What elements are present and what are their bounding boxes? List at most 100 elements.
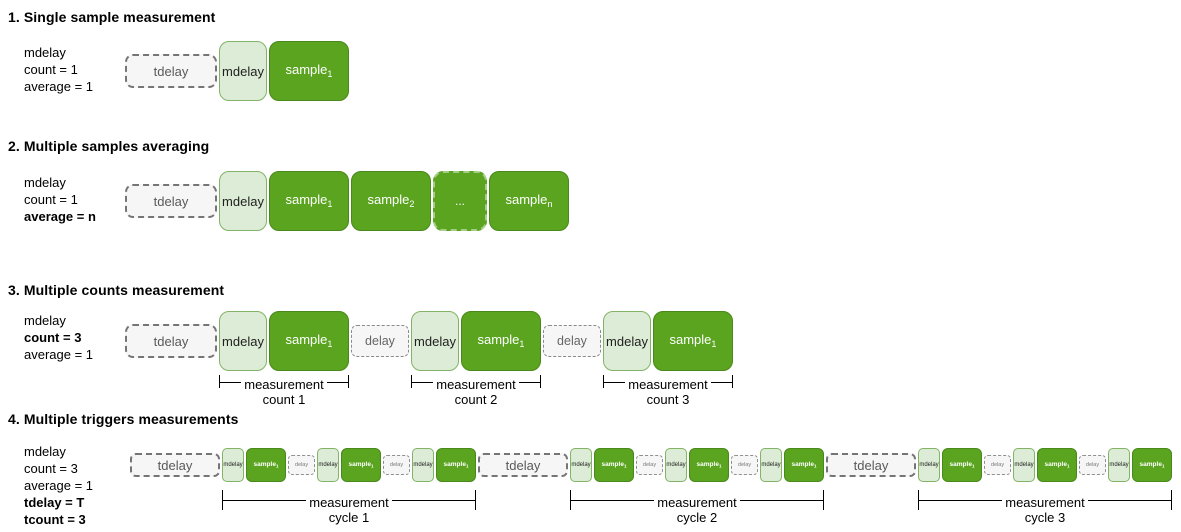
subscript: 1 [813, 463, 817, 469]
box-label: mdelay [761, 462, 781, 468]
mdelay-box: mdelay [603, 311, 651, 371]
mdelay-box: mdelay [219, 311, 267, 371]
sample-box: sample1 [784, 448, 824, 482]
mdelay-box: mdelay [219, 41, 267, 101]
delay-box: delay [288, 455, 315, 475]
parameter-line: average = 1 [24, 347, 94, 362]
sample-box: sample1 [436, 448, 476, 482]
mdelay-box: mdelay [411, 311, 459, 371]
box-label: mdelay [1014, 462, 1034, 468]
box-label: mdelay [223, 462, 243, 468]
box-label: sample1 [285, 62, 333, 80]
sample-box: sample1 [269, 171, 349, 231]
mdelay-box: mdelay [219, 171, 267, 231]
parameter-line: average = 1 [24, 79, 94, 94]
box-label: mdelay [919, 462, 939, 468]
bracket-label-line2: cycle 1 [328, 510, 370, 525]
delay-box: delay [984, 455, 1011, 475]
sample-box: sample1 [269, 41, 349, 101]
box-label: sample1 [348, 461, 374, 469]
bracket-label-line2: count 3 [646, 391, 690, 407]
box-label: tdelay [153, 63, 189, 79]
delay-box: delay [351, 325, 409, 357]
box-label: sample1 [253, 461, 279, 469]
box-label: tdelay [157, 457, 193, 473]
mdelay-box: mdelay [412, 448, 434, 482]
box-label: delay [557, 334, 587, 348]
parameter-line: mdelay [24, 313, 66, 328]
bracket-label-line1: measurement [654, 495, 740, 510]
box-label: sample1 [477, 332, 525, 350]
subscript: n [547, 199, 553, 210]
box-label: ... [454, 194, 465, 208]
bracket-label-line1: measurement [433, 376, 519, 392]
box-label: mdelay [414, 333, 456, 349]
parameter-line: count = 3 [24, 330, 82, 345]
ellipsis-box: ... [433, 171, 487, 231]
mdelay-box: mdelay [222, 448, 244, 482]
box-label: tdelay [505, 457, 541, 473]
box-label: tdelay [153, 193, 189, 209]
sample-box: sample1 [246, 448, 286, 482]
box-label: delay [389, 462, 404, 468]
bracket-label-line2: count 1 [262, 391, 306, 407]
sample-box: sample1 [594, 448, 634, 482]
box-label: mdelay [666, 462, 686, 468]
subscript: 1 [1066, 463, 1070, 469]
box-label: delay [294, 462, 309, 468]
subscript: 1 [971, 463, 975, 469]
parameter-list: mdelay count = 3 average = 1 [24, 312, 93, 363]
box-label: mdelay [1109, 462, 1129, 468]
box-label: sample1 [1044, 461, 1070, 469]
box-label: mdelay [606, 333, 648, 349]
delay-box: delay [543, 325, 601, 357]
delay-box: delay [383, 455, 410, 475]
box-label: sample1 [601, 461, 627, 469]
parameter-line: average = n [24, 209, 96, 224]
mdelay-box: mdelay [918, 448, 940, 482]
box-label: delay [990, 462, 1005, 468]
subscript: 1 [465, 463, 469, 469]
parameter-line: average = 1 [24, 478, 94, 493]
parameter-line: count = 1 [24, 192, 78, 207]
sample-box: sample1 [461, 311, 541, 371]
sample-box: sample1 [1037, 448, 1077, 482]
subscript: 1 [711, 339, 717, 350]
delay-box: delay [636, 455, 663, 475]
bracket-label-line2: cycle 2 [676, 510, 718, 525]
box-label: mdelay [413, 462, 433, 468]
box-label: tdelay [153, 333, 189, 349]
bracket-label-line1: measurement [1002, 495, 1088, 510]
box-label: sample2 [367, 192, 415, 210]
section-heading: 4. Multiple triggers measurements [8, 411, 239, 427]
subscript: 1 [327, 69, 333, 80]
box-label: sample1 [285, 332, 333, 350]
parameter-line: count = 1 [24, 62, 78, 77]
subscript: 2 [409, 199, 415, 210]
subscript: 1 [623, 463, 627, 469]
subscript: 1 [327, 339, 333, 350]
subscript: 1 [718, 463, 722, 469]
box-label: mdelay [571, 462, 591, 468]
timeline-row: tdelay mdelay sample1 delay mdelay sample1 del… [125, 311, 733, 371]
box-label: samplen [505, 192, 553, 210]
parameter-line: tdelay = T [24, 495, 85, 510]
timeline-row: tdelay mdelay sample1 [125, 41, 349, 101]
bracket-label-line1: measurement [625, 376, 711, 392]
subscript: 1 [519, 339, 525, 350]
subscript: 1 [275, 463, 279, 469]
parameter-line: tcount = 3 [24, 512, 86, 527]
subscript: 1 [327, 199, 333, 210]
box-label: sample1 [949, 461, 975, 469]
mdelay-box: mdelay [665, 448, 687, 482]
sample-box: sample1 [269, 311, 349, 371]
parameter-line: count = 3 [24, 461, 78, 476]
box-label: sample1 [1139, 461, 1165, 469]
